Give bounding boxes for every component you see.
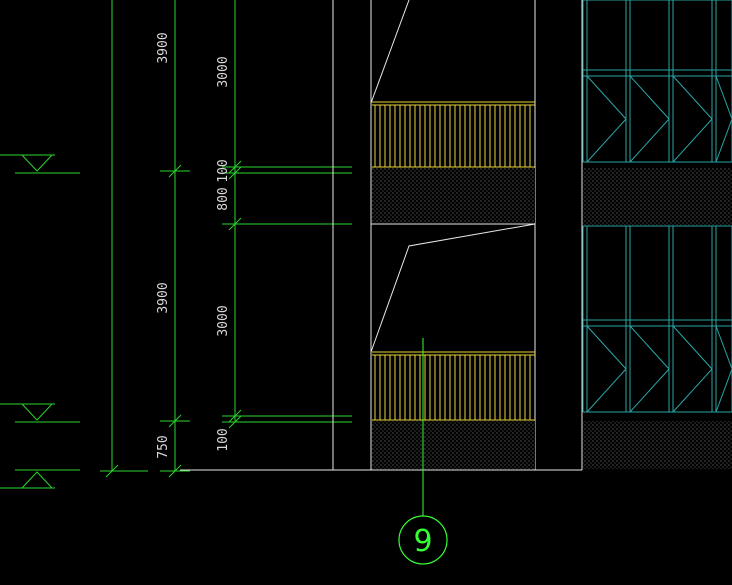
dim-inner-4: 3000	[216, 305, 231, 336]
dimension-texts: 3900 3900 750 3000 100 800 3000 100	[156, 32, 231, 458]
railing-lower	[372, 351, 535, 421]
axis-bubble	[398, 515, 448, 565]
dim-inner-3: 800	[216, 187, 231, 210]
dimension-lines	[100, 0, 352, 478]
level-markers	[0, 154, 80, 489]
slab-right-upper	[583, 168, 732, 225]
slab-bands	[372, 168, 732, 469]
railing-upper	[372, 101, 535, 168]
dim-outer-2: 3900	[156, 282, 171, 313]
dim-inner-2: 100	[216, 159, 231, 182]
window-frames	[582, 0, 732, 413]
dim-inner-5: 100	[216, 428, 231, 451]
dim-inner-1: 3000	[216, 56, 231, 87]
axis-label: 9	[413, 524, 432, 559]
building-outline	[180, 0, 583, 471]
slab-right-lower	[583, 421, 732, 469]
dim-outer-1: 3900	[156, 32, 171, 63]
level-mark-upper	[0, 154, 80, 174]
slab-upper	[372, 168, 535, 223]
level-mark-middle	[0, 403, 80, 423]
slab-lower	[372, 421, 535, 469]
dim-outer-3: 750	[156, 435, 171, 458]
axis-marker: 9	[398, 338, 448, 565]
level-mark-lower	[0, 469, 80, 489]
